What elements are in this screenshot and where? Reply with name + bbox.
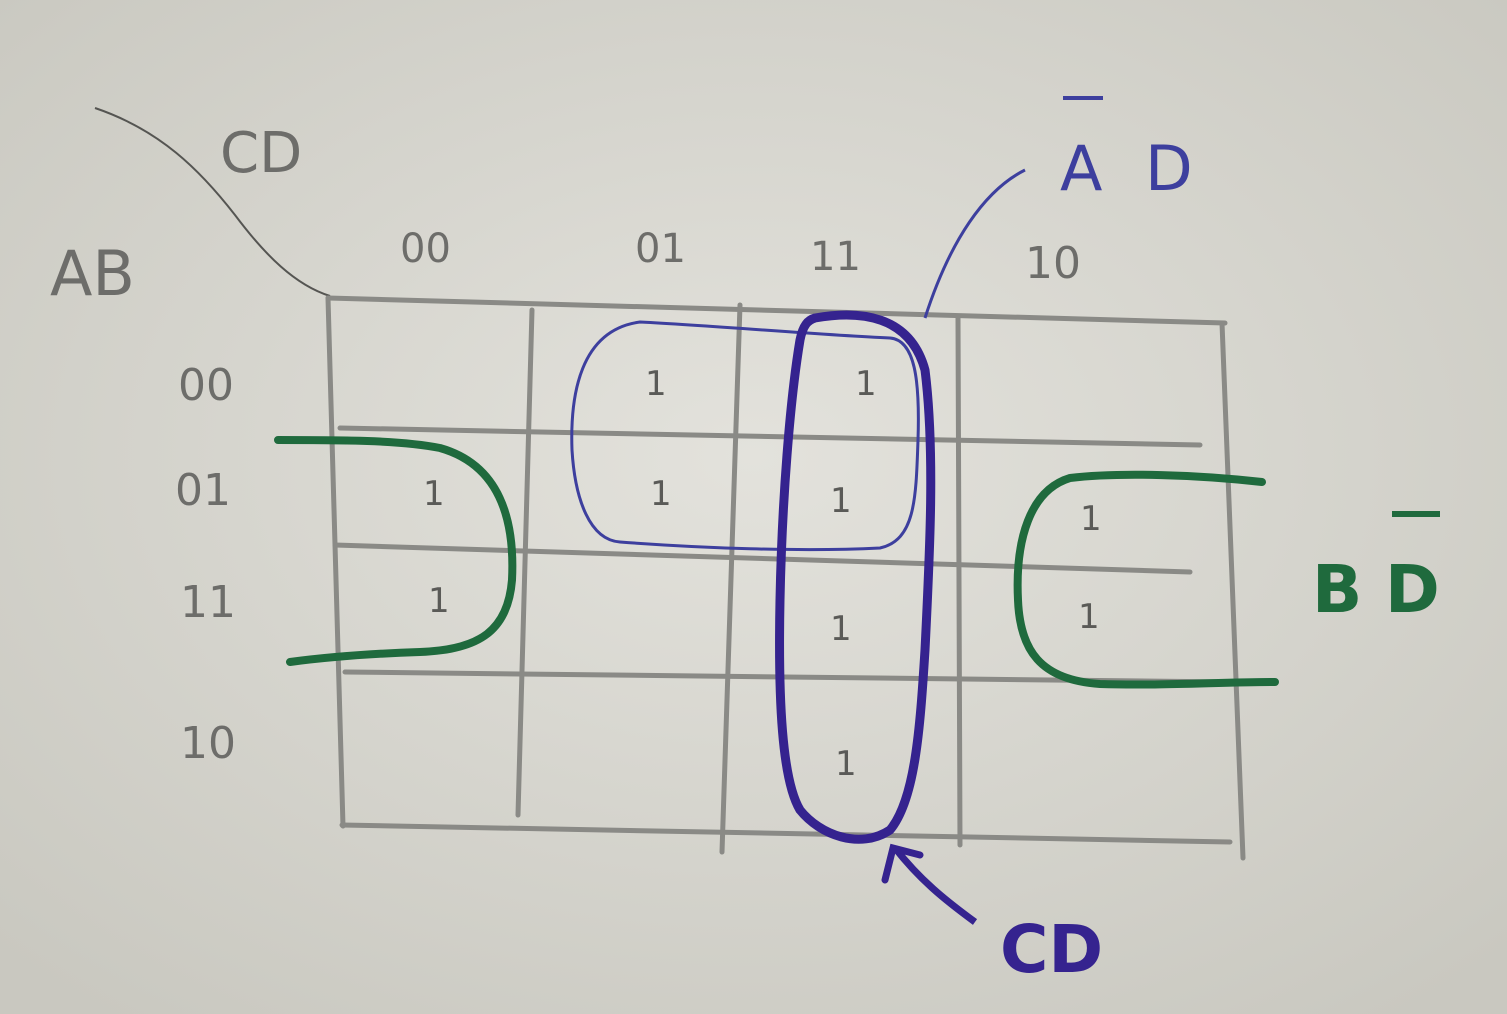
row-header-10: 10 xyxy=(180,718,236,769)
group-a-bar-d-label-a: A xyxy=(1060,132,1102,205)
kmap-grid xyxy=(325,295,1246,861)
group-cd-pointer-head xyxy=(881,843,924,884)
grid-line-right xyxy=(1219,320,1246,861)
cell-r2c0: 1 xyxy=(428,581,450,621)
group-a-bar-d-loop xyxy=(570,320,920,552)
grid-line-row2 xyxy=(332,542,1193,575)
corner-rows-label: AB xyxy=(50,237,135,310)
cell-r3c2: 1 xyxy=(835,744,857,784)
group-b-d-bar-label-d: D xyxy=(1385,551,1440,628)
grid-line-bottom xyxy=(339,822,1233,845)
group-cd: CD xyxy=(775,310,1103,988)
cell-r1c2: 1 xyxy=(830,481,852,521)
group-b-d-bar: B D xyxy=(274,436,1440,689)
row-header-11: 11 xyxy=(180,577,236,628)
grid-line-row1 xyxy=(337,425,1203,448)
cell-values: 1 1 1 1 1 1 1 1 1 1 xyxy=(423,364,1102,784)
grid-line-col1 xyxy=(515,307,535,818)
cell-r1c0: 1 xyxy=(423,474,445,514)
cell-r2c3: 1 xyxy=(1078,597,1100,637)
cell-r1c3: 1 xyxy=(1080,499,1102,539)
grid-line-top xyxy=(325,295,1228,326)
grid-line-left xyxy=(325,295,346,829)
grid-line-col3 xyxy=(955,315,963,848)
cell-r1c1: 1 xyxy=(650,474,672,514)
group-b-d-bar-right-bracket xyxy=(1013,470,1279,689)
row-header-01: 01 xyxy=(175,465,231,516)
col-header-01: 01 xyxy=(635,226,686,272)
col-header-10: 10 xyxy=(1025,238,1081,289)
corner-cols-label: CD xyxy=(220,121,302,186)
cell-r0c2: 1 xyxy=(855,364,877,404)
cell-r2c2: 1 xyxy=(830,609,852,649)
group-a-bar-d: A D xyxy=(570,96,1193,552)
group-cd-label: CD xyxy=(1000,911,1103,988)
grid-line-col2 xyxy=(719,302,743,855)
group-cd-pointer xyxy=(892,845,978,925)
group-b-d-bar-left-bracket xyxy=(274,436,517,666)
group-a-bar-d-label-d: D xyxy=(1145,132,1193,205)
row-header-00: 00 xyxy=(178,360,234,411)
group-b-d-bar-label-b: B xyxy=(1312,551,1362,628)
corner-diagonal xyxy=(94,107,331,297)
group-a-bar-d-pointer xyxy=(923,168,1026,319)
group-cd-loop xyxy=(775,310,936,844)
col-header-11: 11 xyxy=(810,234,861,280)
col-header-00: 00 xyxy=(400,226,451,272)
cell-r0c1: 1 xyxy=(645,364,667,404)
